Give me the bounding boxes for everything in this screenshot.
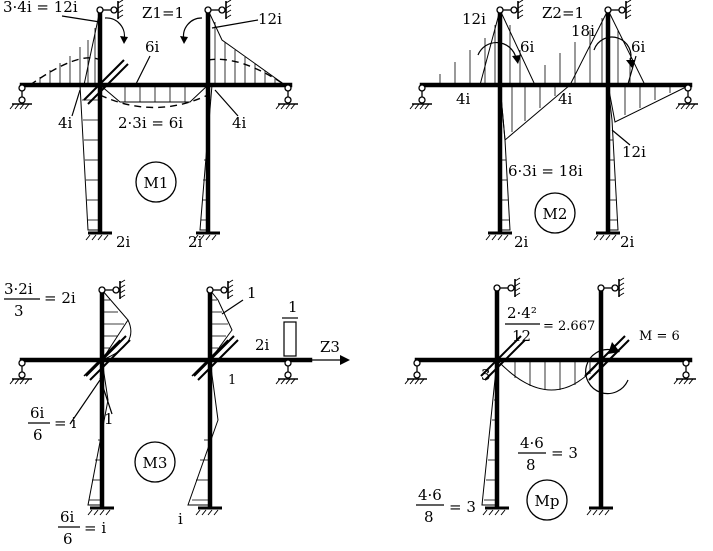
m2-label-base-left: 2i <box>514 233 529 251</box>
panel-m3: 3·2i 3 = 2i 1 1 2i Z3 6i 6 = i 1 1 6i 6 … <box>4 279 350 548</box>
mp-label-bot-num: 4·6 <box>418 486 442 504</box>
m1-label-base-right: 2i <box>188 233 203 251</box>
m2-epure <box>425 9 691 231</box>
m3-label-base-right: i <box>178 510 183 528</box>
mp-name-badge: Mp <box>526 479 568 521</box>
m3-label-bot-num: 6i <box>60 508 75 526</box>
m3-label-z: Z3 <box>320 338 340 356</box>
m2-label-col-right: 12i <box>622 143 646 161</box>
m2-label-col-left: 6·3i = 18i <box>508 162 583 180</box>
m1-name-badge: M1 <box>135 161 177 203</box>
m1-label-top-right: 12i <box>258 10 282 28</box>
m3-label-bot-den: 6 <box>63 530 73 548</box>
m2-label-mid-4i: 4i <box>558 90 573 108</box>
m3-label-one-top: 1 <box>247 284 257 302</box>
m1-label-six-i: 6i <box>145 38 160 56</box>
m3-frame <box>9 279 350 517</box>
m2-label-left-4i: 4i <box>456 90 471 108</box>
m2-label-six-i-left: 6i <box>520 38 535 56</box>
m1-frame <box>9 0 299 242</box>
mp-labels: 2·4² 12 = 2.667 M = 6 3 4·6 8 = 3 4·6 8 … <box>416 304 680 526</box>
m3-label-bot-eq: = i <box>84 519 106 537</box>
mp-label-mid-num: 4·6 <box>520 434 544 452</box>
mp-label-mid-eq: = 3 <box>551 444 578 462</box>
panel-m1: 3·4i = 12i Z1=1 12i 6i 4i 2·3i = 6i 4i 2… <box>3 0 299 251</box>
m2-label-base-right: 2i <box>620 233 635 251</box>
m2-label-six-i-right: 6i <box>631 38 646 56</box>
m3-label-one-mid: 1 <box>228 373 236 388</box>
mp-label-top-num: 2·4² <box>507 304 537 322</box>
m1-label-z: Z1=1 <box>142 4 184 22</box>
m3-label-top-num: 3·2i <box>4 280 33 298</box>
m3-label-mid-num: 6i <box>30 404 45 422</box>
m3-label-mid-eq: = i <box>54 414 76 432</box>
mp-name: Mp <box>535 492 560 510</box>
m1-label-top-left: 3·4i = 12i <box>3 0 78 16</box>
m1-label-base-left: 2i <box>116 233 131 251</box>
m3-name-badge: M3 <box>134 441 176 483</box>
m3-label-top-eq: = 2i <box>44 289 76 307</box>
mp-label-mid-den: 8 <box>526 456 536 474</box>
m1-label-mid: 2·3i = 6i <box>118 114 183 132</box>
m2-label-z: Z2=1 <box>542 4 584 22</box>
m1-labels: 3·4i = 12i Z1=1 12i 6i 4i 2·3i = 6i 4i 2… <box>3 0 282 251</box>
m1-epure <box>29 9 287 231</box>
m3-label-two-i: 2i <box>255 336 270 354</box>
m1-label-left-4i: 4i <box>58 114 73 132</box>
mp-label-bot-eq: = 3 <box>449 498 476 516</box>
panel-m2: 12i Z2=1 6i 18i 6i 4i 4i 6·3i = 18i 12i … <box>409 0 699 251</box>
m2-label-eighteen-i: 18i <box>571 22 595 40</box>
panel-mp: 2·4² 12 = 2.667 M = 6 3 4·6 8 = 3 4·6 8 … <box>404 277 697 526</box>
mp-label-moment: M = 6 <box>639 329 680 344</box>
mp-frame <box>404 277 697 517</box>
m3-label-one-left: 1 <box>104 410 114 428</box>
m2-name-badge: M2 <box>534 192 576 234</box>
m3-label-top-den: 3 <box>14 302 24 320</box>
m3-label-mid-den: 6 <box>33 426 43 444</box>
m3-name: M3 <box>143 454 168 472</box>
mp-label-three: 3 <box>481 366 491 384</box>
mp-label-top-den: 12 <box>512 327 531 345</box>
m1-label-right-4i: 4i <box>232 114 247 132</box>
m2-name: M2 <box>543 205 568 223</box>
m3-label-one-right: 1 <box>288 298 298 316</box>
m2-labels: 12i Z2=1 6i 18i 6i 4i 4i 6·3i = 18i 12i … <box>456 4 646 251</box>
mp-label-bot-den: 8 <box>424 508 434 526</box>
mp-epure <box>481 342 629 506</box>
m3-labels: 3·2i 3 = 2i 1 1 2i Z3 6i 6 = i 1 1 6i 6 … <box>4 280 340 548</box>
m1-name: M1 <box>144 174 169 192</box>
m2-label-top-left: 12i <box>462 10 486 28</box>
m2-frame <box>409 0 699 242</box>
mp-label-top-eq: = 2.667 <box>543 319 595 334</box>
